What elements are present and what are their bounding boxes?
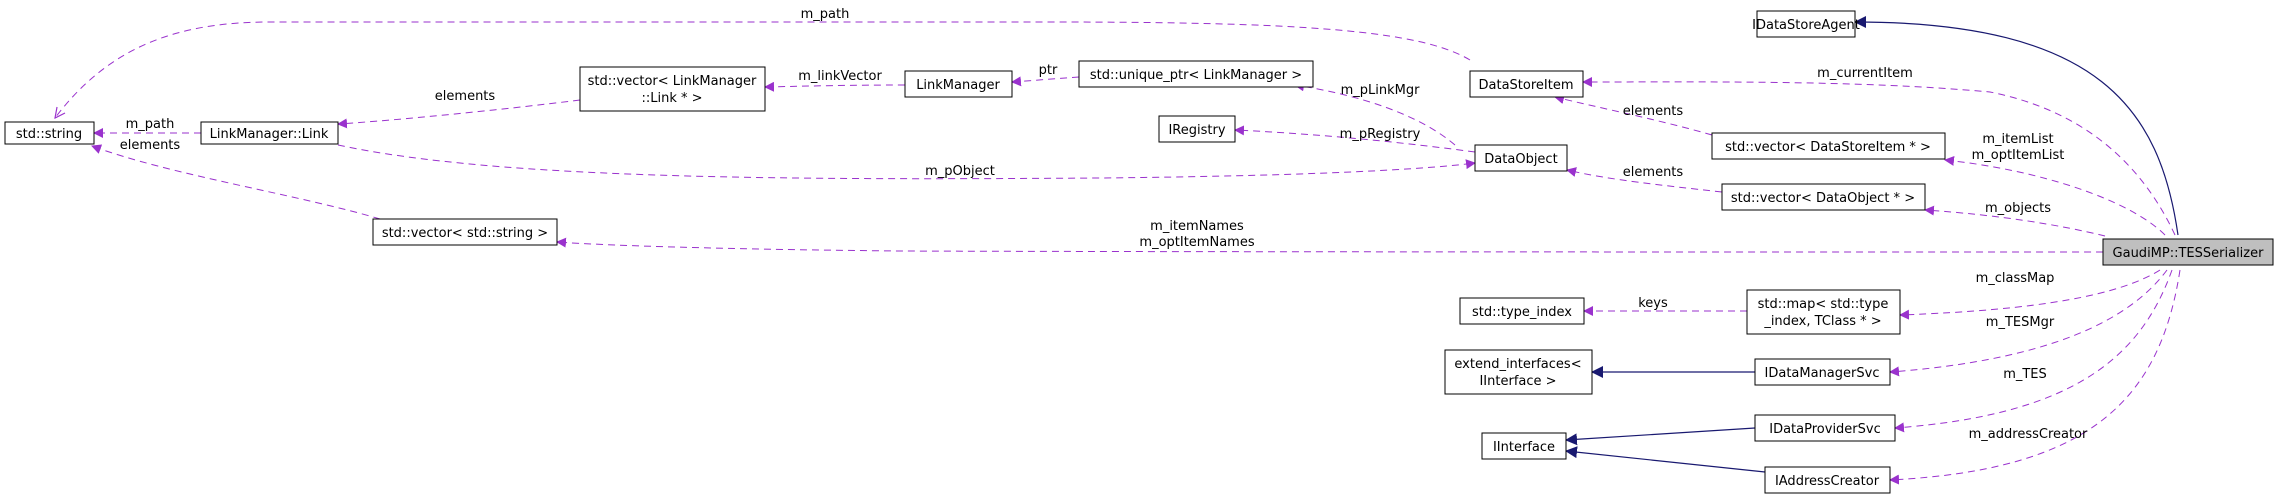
edge-label-m-optitemnames: m_optItemNames [1139, 235, 1254, 250]
edge-tes-to-iaddresscreator [1889, 269, 2181, 485]
edge-label-keys: keys [1638, 296, 1668, 311]
edge-tes-to-idatamanagersvc [1889, 269, 2168, 377]
node-vector-link[interactable]: std::vector< LinkManager ::Link * > [579, 66, 766, 112]
svg-text:IAddressCreator: IAddressCreator [1775, 474, 1880, 489]
svg-text:std::vector< std::string >: std::vector< std::string > [382, 226, 548, 241]
node-iinterface[interactable]: IInterface [1481, 432, 1567, 460]
edge-vector-link-to-link [337, 99, 581, 129]
edge-label-m-objects: m_objects [1985, 201, 2051, 216]
edge-vector-string-to-std-string [91, 144, 381, 220]
node-std-type-index[interactable]: std::type_index [1459, 297, 1585, 325]
svg-text:std::vector< DataObject * >: std::vector< DataObject * > [1731, 191, 1915, 206]
node-std-string[interactable]: std::string [4, 121, 95, 145]
edge-label-m-optitemlist: m_optItemList [1972, 148, 2065, 163]
edge-dataobject-to-iregistry [1234, 125, 1476, 153]
svg-text:std::unique_ptr< LinkManager >: std::unique_ptr< LinkManager > [1090, 68, 1302, 83]
node-idataprovidersvc[interactable]: IDataProviderSvc [1754, 414, 1896, 442]
nodes: std::string LinkManager::Link std::vecto… [4, 10, 2274, 494]
edge-label-m-pregistry: m_pRegistry [1340, 127, 1421, 142]
edge-vector-dataobject-to-dataobject [1566, 167, 1723, 193]
node-iaddresscreator[interactable]: IAddressCreator [1764, 466, 1891, 494]
svg-text:GaudiMP::TESSerializer: GaudiMP::TESSerializer [2113, 246, 2265, 261]
svg-text:std::type_index: std::type_index [1472, 305, 1572, 320]
edge-tes-inherits-idatastoreagent [1854, 16, 2179, 236]
edge-datastoreitem-to-std-string [55, 21, 1471, 118]
svg-text:DataObject: DataObject [1484, 152, 1557, 167]
node-vector-dataobject[interactable]: std::vector< DataObject * > [1721, 183, 1926, 211]
svg-text:DataStoreItem: DataStoreItem [1479, 78, 1574, 93]
node-idatamanagersvc[interactable]: IDataManagerSvc [1754, 358, 1891, 386]
node-unique-ptr[interactable]: std::unique_ptr< LinkManager > [1078, 60, 1314, 88]
edge-label-m-pobject: m_pObject [925, 164, 995, 179]
node-extend-interfaces[interactable]: extend_interfaces< IInterface > [1444, 349, 1593, 395]
svg-text:IDataStoreAgent: IDataStoreAgent [1752, 18, 1860, 33]
svg-text:IDataProviderSvc: IDataProviderSvc [1769, 422, 1881, 437]
edge-linkmanager-to-vector-link [764, 81, 906, 92]
edge-label-m-path-link: m_path [126, 117, 175, 132]
edge-tes-to-vector-dataobject [1924, 205, 2106, 237]
edge-vector-dsi-to-datastoreitem [1554, 94, 1713, 136]
edge-label-m-addresscreator: m_addressCreator [1969, 427, 2088, 442]
edge-label-m-itemnames: m_itemNames [1150, 219, 1244, 234]
svg-text:LinkManager::Link: LinkManager::Link [210, 127, 329, 142]
node-datastoreitem[interactable]: DataStoreItem [1469, 70, 1584, 98]
svg-text:LinkManager: LinkManager [916, 78, 1000, 93]
node-idatastoreagent[interactable]: IDataStoreAgent [1752, 10, 1860, 38]
node-vector-std-string[interactable]: std::vector< std::string > [372, 218, 558, 246]
node-std-map[interactable]: std::map< std::type _index, TClass * > [1746, 289, 1901, 335]
edge-label-elements-dataobject: elements [1623, 165, 1684, 180]
edge-label-m-linkvector: m_linkVector [798, 69, 882, 84]
node-linkmanager[interactable]: LinkManager [904, 70, 1013, 98]
edges: m_path m_path elements elements m_linkVe… [55, 7, 2181, 485]
svg-text:IDataManagerSvc: IDataManagerSvc [1765, 366, 1880, 381]
edge-label-ptr: ptr [1039, 63, 1058, 78]
edge-label-m-path-top: m_path [801, 7, 850, 22]
svg-text:IRegistry: IRegistry [1168, 123, 1225, 138]
edge-label-m-classmap: m_classMap [1976, 271, 2055, 286]
edge-tes-to-idataprovidersvc [1894, 269, 2173, 433]
edge-label-elements-vector-string: elements [120, 138, 181, 153]
edge-tes-to-map [1899, 269, 2161, 320]
node-vector-datastoreitem[interactable]: std::vector< DataStoreItem * > [1711, 132, 1946, 160]
edge-link-to-dataobject [337, 144, 1476, 180]
edge-label-m-tes: m_TES [2003, 367, 2047, 382]
edge-label-m-tesmgr: m_TESMgr [1986, 315, 2055, 330]
node-tes-serializer[interactable]: GaudiMP::TESSerializer [2102, 238, 2274, 266]
svg-text:std::vector< DataStoreItem * >: std::vector< DataStoreItem * > [1725, 140, 1931, 155]
edge-label-m-plinkmgr: m_pLinkMgr [1341, 83, 1421, 98]
svg-text:IInterface >: IInterface > [1479, 374, 1556, 389]
svg-text:std::string: std::string [16, 127, 82, 142]
svg-text:_index, TClass * >: _index, TClass * > [1763, 314, 1881, 329]
edge-iaddresscreator-inherits-iinterface [1565, 446, 1766, 473]
edge-label-m-currentitem: m_currentItem [1817, 66, 1913, 81]
edge-label-elements-dsi: elements [1623, 104, 1684, 119]
svg-text:extend_interfaces<: extend_interfaces< [1454, 357, 1581, 372]
edge-dataobject-to-unique-ptr [1294, 81, 1456, 146]
svg-text:std::vector< LinkManager: std::vector< LinkManager [588, 74, 757, 89]
edge-label-m-itemlist: m_itemList [1982, 132, 2053, 147]
node-linkmanager-link[interactable]: LinkManager::Link [200, 121, 339, 145]
edge-label-elements-vector-link: elements [435, 89, 496, 104]
node-iregistry[interactable]: IRegistry [1158, 115, 1236, 143]
svg-text:IInterface: IInterface [1493, 440, 1555, 455]
svg-text:std::map< std::type: std::map< std::type [1758, 297, 1889, 312]
edge-tes-to-vector-dsi [1944, 155, 2166, 236]
node-dataobject[interactable]: DataObject [1474, 144, 1568, 172]
edge-tes-to-datastoreitem [1582, 76, 2176, 236]
edge-idataprovidersvc-inherits-iinterface [1565, 427, 1756, 446]
svg-text:::Link * >: ::Link * > [641, 91, 702, 106]
edge-tes-to-vector-string [556, 237, 2104, 253]
